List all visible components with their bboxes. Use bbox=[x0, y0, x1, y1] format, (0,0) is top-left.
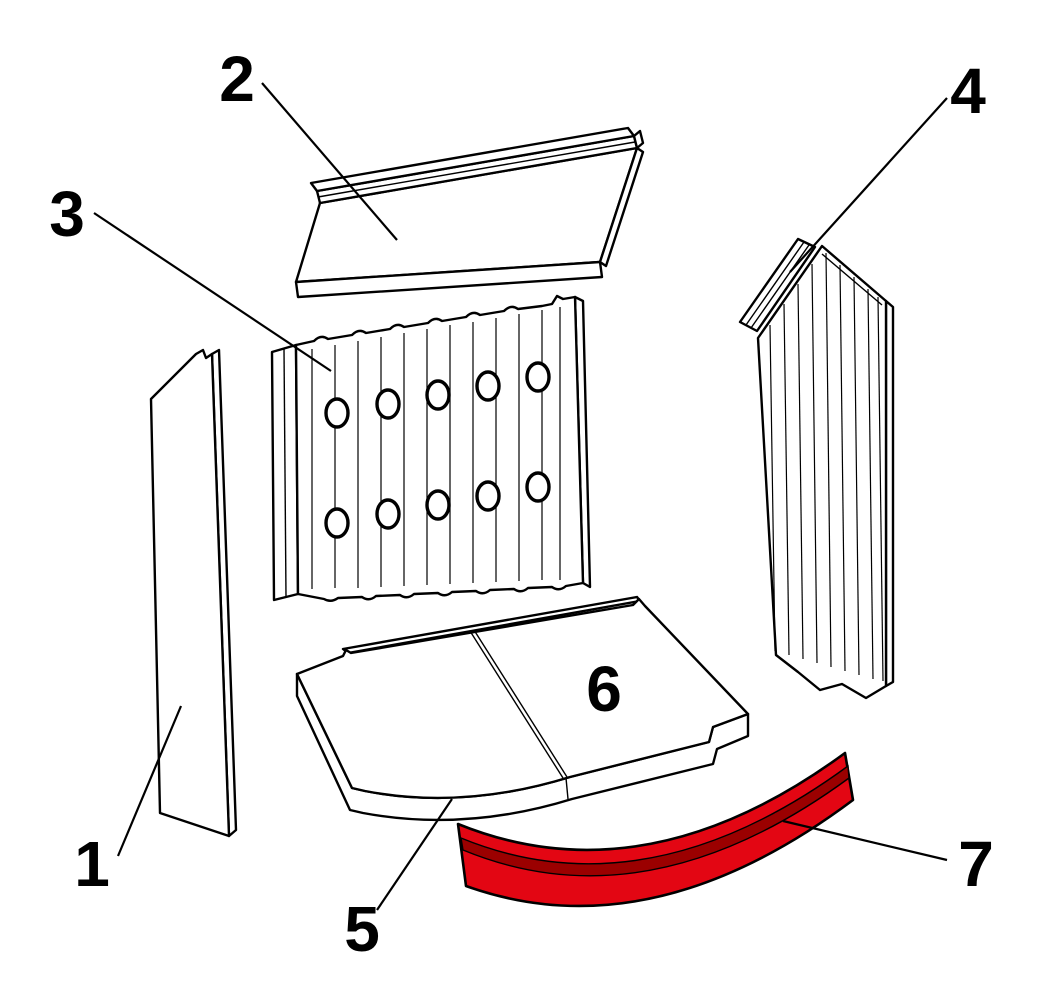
mounting-hole bbox=[425, 379, 451, 411]
mounting-hole bbox=[475, 480, 501, 512]
baffle-rib-endcap bbox=[632, 129, 645, 150]
back-panel-left-edge-line bbox=[283, 348, 287, 598]
part-2-baffle-plate bbox=[294, 126, 645, 299]
right-panel-ribs bbox=[769, 252, 884, 682]
right-panel-top-edge-line bbox=[821, 253, 883, 306]
mounting-hole bbox=[525, 361, 551, 393]
part-1-left-side-panel bbox=[149, 348, 238, 838]
part-number-1: 1 bbox=[74, 828, 110, 900]
part-number-7: 7 bbox=[958, 828, 994, 900]
baffle-front-edge bbox=[294, 260, 604, 299]
mounting-hole bbox=[324, 397, 350, 429]
bottom-plate-seam bbox=[469, 630, 564, 779]
baffle-rib-top bbox=[309, 126, 636, 193]
leader-line-7 bbox=[782, 819, 948, 862]
right-panel-face bbox=[756, 244, 888, 700]
front-rail-hole bbox=[773, 812, 781, 820]
bottom-plate-top-face bbox=[295, 597, 750, 800]
part-number-5: 5 bbox=[344, 893, 380, 965]
part-7-front-rail bbox=[456, 751, 855, 908]
leader-lines bbox=[93, 82, 948, 911]
baffle-right-edge bbox=[598, 146, 645, 268]
mounting-hole bbox=[425, 489, 451, 521]
part-6-bottom-plate bbox=[295, 595, 750, 822]
back-panel-face bbox=[294, 294, 585, 602]
leader-line-2 bbox=[261, 82, 398, 241]
leader-line-3 bbox=[93, 212, 332, 372]
right-panel-cap-line bbox=[750, 244, 810, 329]
right-panel-cap-line bbox=[745, 241, 805, 326]
bottom-plate-seam bbox=[473, 629, 568, 778]
part-number-4: 4 bbox=[950, 55, 986, 127]
baffle-rib-line bbox=[317, 141, 636, 198]
part-number-6: 6 bbox=[586, 653, 622, 725]
mounting-hole bbox=[375, 388, 401, 420]
mounting-hole bbox=[525, 471, 551, 503]
part-number-2: 2 bbox=[219, 43, 255, 115]
part-3-back-panel bbox=[270, 294, 592, 602]
bottom-plate-seam-edge bbox=[565, 777, 569, 800]
part-4-right-side-panel bbox=[738, 237, 895, 700]
leader-line-1 bbox=[116, 705, 183, 857]
part-number-labels: 1 2 3 4 5 6 7 bbox=[49, 43, 994, 965]
mounting-hole bbox=[375, 498, 401, 530]
part-number-3: 3 bbox=[49, 178, 85, 250]
mounting-hole bbox=[475, 370, 501, 402]
back-panel-holes bbox=[324, 361, 551, 539]
leader-line-4 bbox=[789, 97, 948, 273]
back-panel-ribs bbox=[311, 307, 561, 589]
leader-line-5 bbox=[376, 798, 453, 911]
left-panel-face bbox=[149, 348, 231, 838]
front-rail-groove bbox=[460, 764, 850, 877]
mounting-hole bbox=[324, 507, 350, 539]
